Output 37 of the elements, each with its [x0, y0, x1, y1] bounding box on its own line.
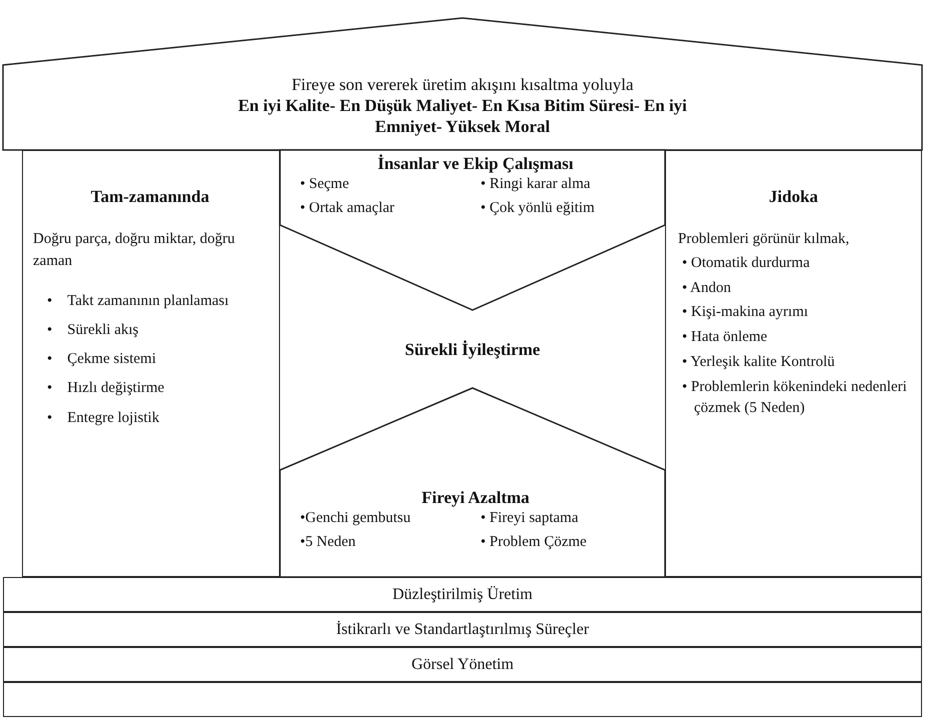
pillar-heading: Jidoka [768, 187, 820, 207]
bullet-item: • Takt zamanının planlaması [47, 292, 230, 310]
bullet-item: • Seçme [300, 175, 350, 194]
section-title: Sürekli İyileştirme [404, 340, 542, 360]
subtitle: Fireye son vererek üretim akışını kısaltma yoluyla [290, 74, 634, 95]
section-heading: İnsanlar ve Ekip Çalışması [376, 154, 574, 174]
description: Doğru parça, doğru miktar, doğru zaman [33, 230, 236, 271]
foundation-band [3, 612, 922, 647]
bullet-item: • Yerleşik kalite Kontrolü [682, 352, 836, 372]
band-label: Görsel Yönetim [411, 656, 514, 673]
bullet-item: • Otomatik durdurma [682, 254, 811, 273]
foundation-band [3, 647, 922, 682]
band-label: Düzleştirilmiş Üretim [392, 586, 532, 603]
bullet-item: • Ortak amaçlar [300, 198, 396, 218]
goal-statement: En iyi Kalite- En Düşük Maliyet- En Kısa Bitim Süresi- En iyi Emniyet- Yüksek Moral [237, 95, 688, 137]
pillar-panel [665, 150, 922, 577]
bullet-item: • Çok yönlü eğitim [480, 198, 596, 218]
bullet-item: • Problemlerin kökenindeki nedenleri çözmek (5 Neden) [682, 378, 908, 418]
bullet-item: • Problem Çözme [480, 532, 588, 552]
foundation-band [3, 682, 922, 717]
bullet-item: • Fireyi saptama [480, 509, 580, 528]
section-heading: Fireyi Azaltma [420, 488, 530, 508]
bullet-item: •Genchi gembutsu [300, 509, 412, 528]
bullet-item: • Kişi-makina ayrımı [682, 303, 810, 322]
bullet-item: • Hata önleme [682, 328, 768, 347]
bullet-item: •5 Neden [300, 532, 357, 552]
bullet-item: • Hızlı değiştirme [47, 379, 166, 398]
pillar-panel [22, 150, 280, 577]
bullet-item: • Sürekli akış [47, 320, 140, 340]
band-label: İstikrarlı ve Standartlaştırılmış Süreçler [336, 621, 589, 638]
description: Problemleri görünür kılmak, [678, 230, 850, 249]
bullet-item: • Andon [682, 278, 732, 298]
bullet-item: • Ringi karar alma [480, 175, 592, 194]
pillar-heading: Tam-zamanında [90, 187, 210, 207]
foundation-band [3, 577, 922, 612]
bullet-item: • Entegre lojistik [47, 408, 160, 428]
bullet-item: • Çekme sistemi [47, 350, 157, 369]
